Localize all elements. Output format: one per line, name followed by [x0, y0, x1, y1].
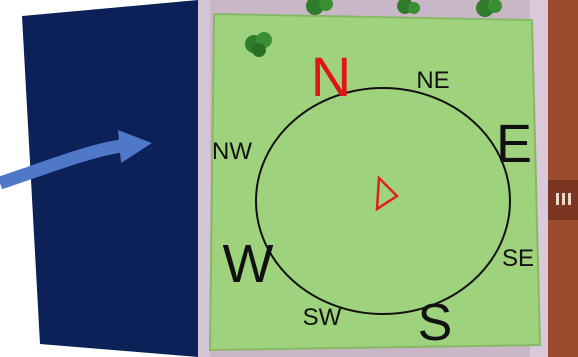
label-northwest: NW: [212, 138, 252, 165]
label-southeast: SE: [502, 245, 534, 272]
label-southwest: SW: [303, 304, 342, 331]
label-north: N: [311, 45, 351, 108]
label-east: E: [496, 114, 532, 174]
aerial-photo: [198, 0, 578, 357]
lawn: [210, 14, 540, 350]
label-south: S: [418, 294, 453, 352]
path-left: [198, 0, 210, 357]
label-west: W: [223, 234, 274, 294]
navy-panel: [22, 0, 198, 357]
label-northeast: NE: [416, 67, 449, 94]
building-roof: [548, 0, 578, 357]
